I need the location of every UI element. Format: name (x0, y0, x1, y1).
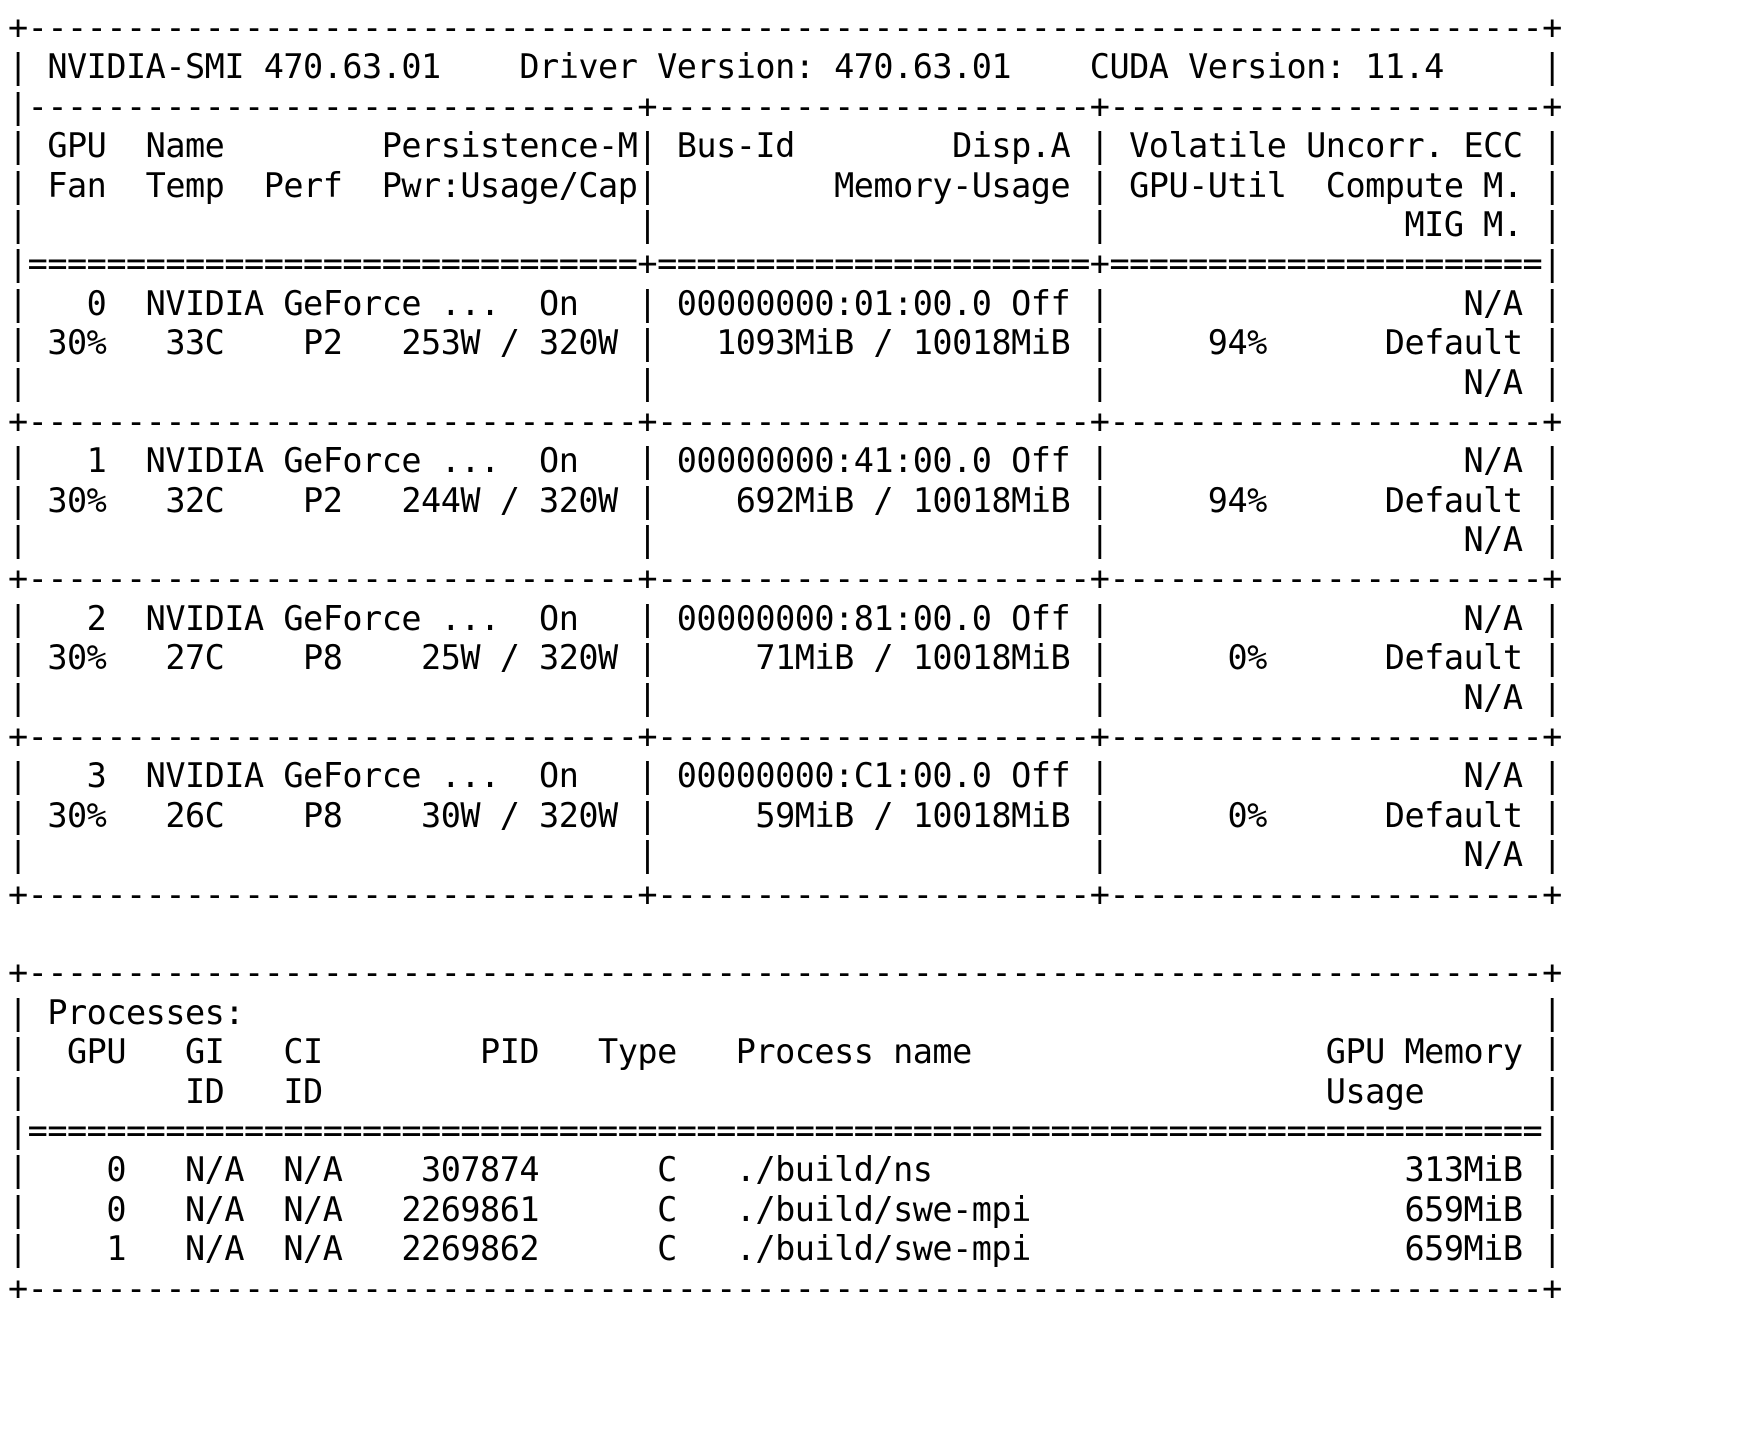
column-header-row-3: | | | MIG M. | (8, 204, 1562, 244)
column-header-row-2: | Fan Temp Perf Pwr:Usage/Cap| Memory-Us… (8, 165, 1562, 205)
table-divider: |-------------------------------+-------… (8, 86, 1562, 126)
gpu-2-row-3: | | | N/A | (8, 677, 1562, 717)
header-top-border: +---------------------------------------… (8, 8, 1562, 47)
gpu-table-bottom-border: +-------------------------------+-------… (8, 874, 1562, 914)
processes-title: | Processes: | (8, 992, 1562, 1032)
table-divider: +-------------------------------+-------… (8, 559, 1562, 599)
blank-line (8, 914, 1562, 953)
terminal-output: +---------------------------------------… (8, 8, 1562, 1308)
gpu-0-row-3: | | | N/A | (8, 362, 1562, 402)
gpu-2-row-1: | 2 NVIDIA GeForce ... On | 00000000:81:… (8, 598, 1562, 638)
gpu-3-row-2: | 30% 26C P8 30W / 320W | 59MiB / 10018M… (8, 795, 1562, 835)
processes-bottom-border: +---------------------------------------… (8, 1268, 1562, 1308)
processes-header-row-1: | GPU GI CI PID Type Process name GPU Me… (8, 1032, 1562, 1072)
column-header-row-1: | GPU Name Persistence-M| Bus-Id Disp.A … (8, 126, 1562, 166)
header-separator: |===============================+=======… (8, 244, 1562, 284)
gpu-1-row-3: | | | N/A | (8, 520, 1562, 560)
gpu-1-row-1: | 1 NVIDIA GeForce ... On | 00000000:41:… (8, 441, 1562, 481)
gpu-0-row-2: | 30% 33C P2 253W / 320W | 1093MiB / 100… (8, 323, 1562, 363)
process-row: | 0 N/A N/A 307874 C ./build/ns 313MiB | (8, 1150, 1562, 1190)
process-row: | 1 N/A N/A 2269862 C ./build/swe-mpi 65… (8, 1229, 1562, 1269)
gpu-0-row-1: | 0 NVIDIA GeForce ... On | 00000000:01:… (8, 283, 1562, 323)
processes-top-border: +---------------------------------------… (8, 953, 1562, 993)
gpu-3-row-3: | | | N/A | (8, 835, 1562, 875)
process-row: | 0 N/A N/A 2269861 C ./build/swe-mpi 65… (8, 1189, 1562, 1229)
processes-header-row-2: | ID ID Usage | (8, 1071, 1562, 1111)
version-info-line: | NVIDIA-SMI 470.63.01 Driver Version: 4… (8, 47, 1562, 87)
processes-header-separator: |=======================================… (8, 1110, 1562, 1150)
gpu-2-row-2: | 30% 27C P8 25W / 320W | 71MiB / 10018M… (8, 638, 1562, 678)
gpu-1-row-2: | 30% 32C P2 244W / 320W | 692MiB / 1001… (8, 480, 1562, 520)
table-divider: +-------------------------------+-------… (8, 717, 1562, 757)
gpu-3-row-1: | 3 NVIDIA GeForce ... On | 00000000:C1:… (8, 756, 1562, 796)
table-divider: +-------------------------------+-------… (8, 401, 1562, 441)
